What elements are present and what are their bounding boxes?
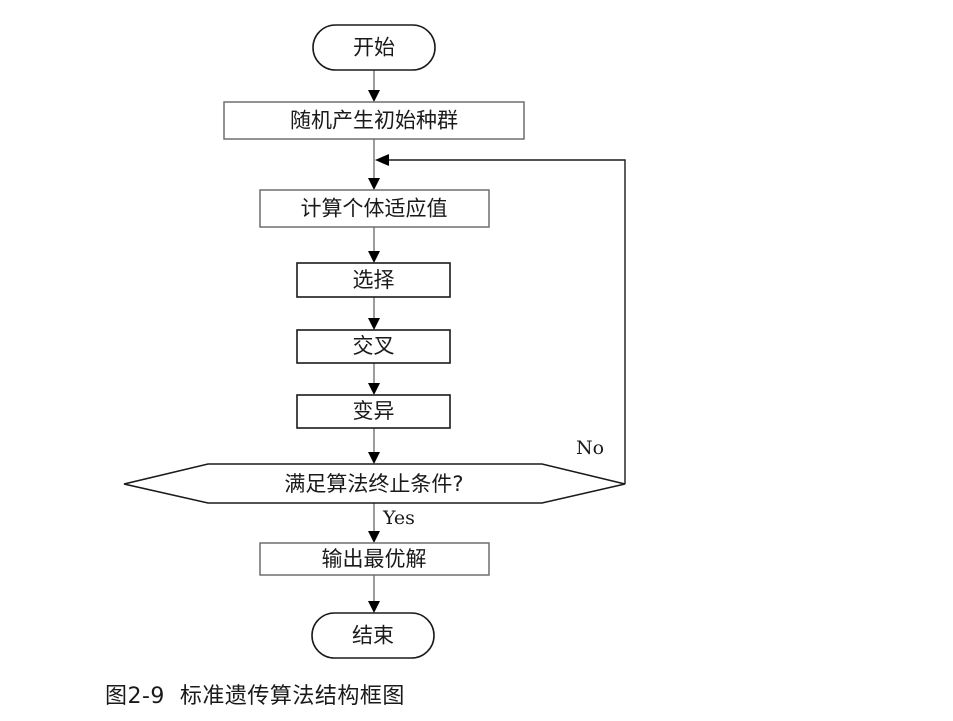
- node-crossover[interactable]: 交叉: [296, 329, 451, 364]
- node-selection[interactable]: 选择: [296, 262, 451, 298]
- node-output-optimal-solution-label: 输出最优解: [322, 547, 427, 571]
- node-selection-label: 选择: [353, 268, 395, 292]
- figure-caption: 图2-9 标准遗传算法结构框图: [105, 684, 405, 709]
- edge-label-no: No: [576, 437, 604, 459]
- node-calculate-fitness[interactable]: 计算个体适应值: [259, 189, 490, 228]
- edge-decision-to-output: [368, 503, 380, 543]
- edge-crossover-to-mutation: [368, 363, 380, 395]
- edge-label-yes: Yes: [382, 507, 415, 529]
- node-start[interactable]: 开始: [312, 24, 436, 71]
- node-output-optimal-solution[interactable]: 输出最优解: [259, 542, 490, 576]
- edge-select-to-crossover: [368, 297, 380, 330]
- node-mutation[interactable]: 变异: [296, 394, 451, 429]
- edge-mutation-to-decision: [368, 428, 380, 464]
- edge-fitness-to-select: [368, 226, 380, 263]
- edge-init-pop-to-fitness: [368, 138, 380, 190]
- edge-output-to-end: [368, 575, 380, 613]
- node-mutation-label: 变异: [353, 399, 395, 423]
- node-termination-condition[interactable]: 满足算法终止条件?: [123, 463, 626, 504]
- node-init-population[interactable]: 随机产生初始种群: [223, 101, 525, 140]
- node-crossover-label: 交叉: [353, 334, 395, 358]
- node-end[interactable]: 结束: [311, 612, 435, 659]
- node-end-label: 结束: [352, 624, 394, 648]
- node-start-label: 开始: [353, 36, 395, 60]
- node-calculate-fitness-label: 计算个体适应值: [301, 197, 448, 221]
- edge-start-to-init-pop: [368, 70, 380, 102]
- edge-decision-no-feedback-loop: [375, 154, 626, 484]
- node-init-population-label: 随机产生初始种群: [290, 109, 458, 133]
- node-termination-condition-label: 满足算法终止条件?: [284, 472, 463, 496]
